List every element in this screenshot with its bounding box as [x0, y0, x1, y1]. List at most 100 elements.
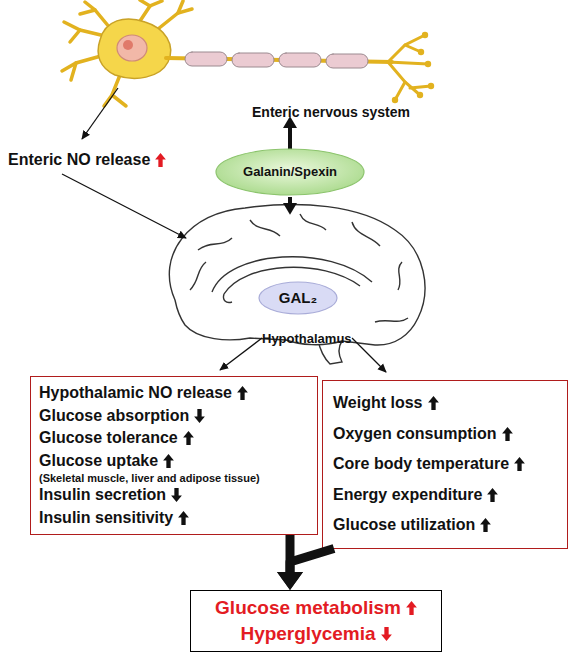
- terminal-branch: [388, 35, 425, 62]
- node-text: Glucose uptake: [39, 450, 158, 473]
- up-arrow-symbol: [514, 457, 525, 471]
- up-arrow-symbol: [406, 601, 417, 615]
- text-row: Glucose utilization: [333, 510, 491, 541]
- text-row: Energy expenditure: [333, 480, 498, 511]
- node-text: Core body temperature: [333, 449, 509, 480]
- node-text: Insulin sensitivity: [39, 507, 173, 530]
- bold-arrow: [288, 197, 292, 203]
- text-row: Glucose metabolism: [215, 595, 417, 621]
- arrow-glyph: [194, 409, 205, 423]
- down-arrow-symbol: [194, 409, 205, 423]
- up-arrow-symbol: [178, 511, 189, 525]
- arrow-glyph: [502, 427, 513, 441]
- ellipse-shape: [259, 282, 337, 314]
- dendrite: [71, 63, 76, 80]
- arrow-glyph: [406, 601, 417, 615]
- node-text: Weight loss: [333, 388, 423, 419]
- down-arrow-symbol: [381, 627, 392, 641]
- up-arrow-symbol: [155, 153, 166, 167]
- node-text: Hypothalamic NO release: [39, 382, 232, 405]
- merge-arrow: [286, 535, 295, 572]
- dendrite: [178, 1, 183, 13]
- text-row: (Skeletal muscle, liver and adipose tiss…: [39, 472, 260, 484]
- brain-outline: [169, 204, 425, 345]
- node-text: Energy expenditure: [333, 480, 482, 511]
- gyrus-line: [198, 238, 232, 250]
- text-row: Core body temperature: [333, 449, 525, 480]
- node-text: Insulin secretion: [39, 484, 166, 507]
- terminal-knob: [417, 92, 423, 98]
- myelin-sheath: [185, 52, 368, 68]
- myelin-segment: [185, 52, 227, 66]
- arrow-glyph: [163, 454, 174, 468]
- effect-box: Hypothalamic NO releaseGlucose absorptio…: [30, 376, 318, 535]
- arrow-glyph: [428, 396, 439, 410]
- layout-arrows: [62, 88, 386, 372]
- merge-arrow: [290, 549, 334, 573]
- arrow-glyph: [178, 511, 189, 525]
- up-arrow-symbol: [237, 386, 248, 400]
- dendrite: [70, 30, 80, 42]
- cell-body: [98, 19, 171, 78]
- terminal-branch: [388, 62, 420, 95]
- neuron-illustration: [62, 0, 434, 106]
- arrow-glyph: [480, 518, 491, 532]
- thin-arrow: [62, 174, 186, 238]
- gyrus-line: [300, 214, 326, 230]
- node-text: Hyperglycemia: [240, 621, 375, 647]
- arrow-glyph: [514, 457, 525, 471]
- node-text: Glucose tolerance: [39, 427, 178, 450]
- thin-arrow: [220, 338, 262, 370]
- system-label: Enteric nervous system: [252, 104, 410, 120]
- dendrite: [85, 2, 110, 28]
- node-text: Glucose utilization: [333, 510, 475, 541]
- bold-arrow: [288, 128, 292, 150]
- up-arrow-symbol: [502, 427, 513, 441]
- text-row: Hyperglycemia: [240, 621, 391, 647]
- nucleolus: [123, 40, 133, 50]
- myelin-segment: [232, 53, 274, 67]
- effect-label: Enteric NO release: [8, 151, 150, 169]
- brain-illustration: [169, 204, 425, 364]
- arrow-glyph: [183, 431, 194, 445]
- text-row: Glucose tolerance: [39, 427, 194, 450]
- arrow-glyph: [487, 488, 498, 502]
- axon-terminals: [388, 35, 431, 100]
- dendrite: [158, 9, 192, 29]
- text-row: Insulin sensitivity: [39, 507, 189, 530]
- effect-label-wrap: Enteric NO release: [8, 151, 166, 169]
- gyrus-line: [398, 262, 402, 290]
- text-row: Weight loss: [333, 388, 439, 419]
- up-arrow-symbol: [183, 431, 194, 445]
- text-row: Glucose absorption: [39, 405, 205, 428]
- dendrite: [62, 56, 101, 71]
- ligand-ellipse: Galanin/Spexin: [215, 148, 365, 196]
- node-text: Oxygen consumption: [333, 419, 497, 450]
- gyrus-line: [190, 262, 206, 290]
- dendrite: [64, 22, 105, 36]
- effect-box: Weight lossOxygen consumptionCore body t…: [322, 380, 568, 549]
- outcome-box: Glucose metabolismHyperglycemia: [190, 590, 442, 652]
- myelin-segment: [279, 53, 321, 67]
- down-arrow-symbol: [171, 488, 182, 502]
- node-text: GAL₂: [279, 289, 317, 307]
- terminal-knob: [422, 32, 428, 38]
- receptor-ellipse: GAL₂: [258, 281, 338, 315]
- gyrus-line: [352, 222, 380, 246]
- dendrite: [140, 0, 150, 6]
- arrow-glyph: [155, 153, 166, 167]
- node-text: Galanin/Spexin: [243, 164, 337, 180]
- region-label-wrap: Hypothalamus: [262, 331, 352, 346]
- system-label-wrap: Enteric nervous system: [252, 104, 410, 120]
- dendrite: [112, 95, 126, 106]
- myelin-segment: [326, 54, 368, 68]
- dendrites: [62, 0, 192, 106]
- ellipse-shape: [216, 149, 364, 195]
- up-arrow-symbol: [480, 518, 491, 532]
- arrow-glyph: [381, 627, 392, 641]
- node-text: Glucose absorption: [39, 405, 189, 428]
- arrow-glyph: [171, 488, 182, 502]
- text-row: Hypothalamic NO release: [39, 382, 248, 405]
